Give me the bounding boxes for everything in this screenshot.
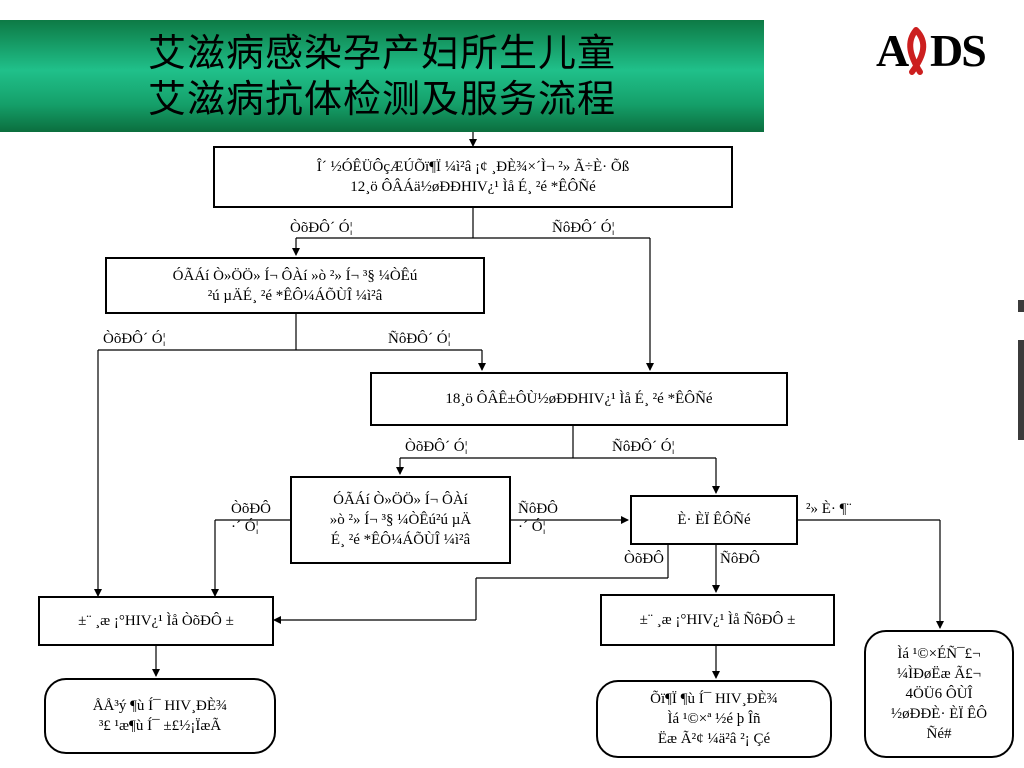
logo-right-text: DS bbox=[930, 25, 985, 76]
node-n1-line2: 12¸ö ÔÂÁä½øÐÐHIV¿¹ Ìå É¸ ²é *ÊÔÑé bbox=[350, 179, 596, 195]
node-n5: È· ÈÏ ÊÔÑé bbox=[630, 495, 798, 545]
node-n9-line3: Ëæ Ã²¢ ¼ä²â ²¡ Çé bbox=[657, 731, 771, 747]
node-n7-line1: ±¨ ¸æ ¡°HIV¿¹ Ìå ÑôÐÔ ± bbox=[639, 612, 796, 628]
node-n10-line4: ½øÐÐÈ· ÈÏ ÊÔ bbox=[890, 706, 988, 722]
node-n2: ÓÃÁí Ò»ÖÖ» Í¬ Ô­Àí »ò ²» Í¬ ³§ ¼ÒÊú ²ú µ… bbox=[105, 257, 485, 314]
node-n2-line2: ²ú µÄÉ¸ ²é *ÊÔ¼ÁÕÙÎ ¼ì²â bbox=[207, 287, 383, 304]
node-n3-line1: 18¸ö ÔÂÊ±ÔÙ½øÐÐHIV¿¹ Ìå É¸ ²é *ÊÔÑé bbox=[445, 391, 713, 407]
node-n4-line2: »ò ²» Í¬ ³§ ¼ÒÊú²ú µÄ bbox=[329, 512, 472, 528]
node-n10-line1: Ìá ¹©×ÉÑ¯£¬ bbox=[897, 646, 981, 662]
edge-label-positive: ÑôÐÔ bbox=[720, 551, 760, 567]
node-n4: ÓÃÁí Ò»ÖÖ» Í¬ Ô­Àí »ò ²» Í¬ ³§ ¼ÒÊú²ú µÄ… bbox=[290, 476, 511, 564]
node-n6: ±¨ ¸æ ¡°HIV¿¹ Ìå ÒõÐÔ ± bbox=[38, 596, 274, 646]
title-line-2: 艾滋病抗体检测及服务流程 bbox=[147, 77, 616, 121]
logo-left-text: A bbox=[876, 25, 909, 76]
node-n10-line2: ¼ÌÐøËæ Ã£¬ bbox=[896, 666, 982, 682]
title-line-1: 艾滋病感染孕产妇所生儿童 bbox=[147, 31, 616, 75]
node-n9: Õï¶Ï ¶ù Í¯ HIV¸ÐÈ¾ Ìá ¹©×ª ½é þ Îñ Ëæ Ã²… bbox=[596, 680, 832, 758]
aids-logo-graphic: A DS bbox=[876, 25, 987, 76]
node-n7: ±¨ ¸æ ¡°HIV¿¹ Ìå ÑôÐÔ ± bbox=[600, 594, 835, 646]
edge-label-negative: ÒõÐÔ ·´ Ó¦ bbox=[231, 501, 271, 535]
node-n10: Ìá ¹©×ÉÑ¯£¬ ¼ÌÐøËæ Ã£¬ 4ÖÜ6 ÔÙÎ ½øÐÐÈ· È… bbox=[864, 630, 1014, 758]
node-n8: ÅÅ³ý ¶ù Í¯ HIV¸ÐÈ¾ ³£ ¹æ¶ù Í¯ ±£½¡ÏæÃ bbox=[44, 678, 276, 754]
node-n2-line1: ÓÃÁí Ò»ÖÖ» Í¬ Ô­Àí »ò ²» Í¬ ³§ ¼ÒÊú bbox=[172, 267, 418, 284]
edge-label-positive: ÑôÐÔ´ Ó¦ bbox=[612, 438, 675, 456]
node-n9-line2: Ìá ¹©×ª ½é þ Îñ bbox=[667, 711, 761, 727]
aids-logo: A DS bbox=[876, 22, 1006, 78]
edge-label-negative: ÒõÐÔ´ Ó¦ bbox=[103, 330, 166, 348]
edge-mark bbox=[1018, 340, 1024, 440]
node-n3: 18¸ö ÔÂÊ±ÔÙ½øÐÐHIV¿¹ Ìå É¸ ²é *ÊÔÑé bbox=[370, 372, 788, 426]
node-n8-line1: ÅÅ³ý ¶ù Í¯ HIV¸ÐÈ¾ bbox=[92, 698, 228, 714]
edge-label-negative: ÒõÐÔ´ Ó¦ bbox=[405, 438, 468, 456]
edge-label-negative: ÒõÐÔ bbox=[624, 551, 664, 567]
node-n8-line2: ³£ ¹æ¶ù Í¯ ±£½¡ÏæÃ bbox=[98, 718, 222, 734]
node-n4-line3: É¸ ²é *ÊÔ¼ÁÕÙÎ ¼ì²â bbox=[330, 532, 471, 548]
edge-label-indeterminate: ²» È· ¶¨ bbox=[806, 501, 852, 517]
edge-label-positive: ÑôÐÔ´ Ó¦ bbox=[552, 219, 615, 237]
edge-label-positive: ÑôÐÔ ·´ Ó¦ bbox=[518, 501, 558, 535]
node-n6-line1: ±¨ ¸æ ¡°HIV¿¹ Ìå ÒõÐÔ ± bbox=[78, 613, 234, 629]
edge-mark bbox=[1018, 300, 1024, 312]
node-n1-line1: Î´ ½ÓÊÜÔçÆÚÕï¶Ï ¼ì²â ¡¢ ¸ÐÈ¾×´Ì¬ ²» Ã÷È·… bbox=[316, 159, 630, 175]
red-ribbon-icon bbox=[907, 27, 927, 75]
node-n5-line1: È· ÈÏ ÊÔÑé bbox=[677, 512, 751, 528]
edge-label-negative: ÒõÐÔ´ Ó¦ bbox=[290, 219, 353, 237]
node-n1: Î´ ½ÓÊÜÔçÆÚÕï¶Ï ¼ì²â ¡¢ ¸ÐÈ¾×´Ì¬ ²» Ã÷È·… bbox=[213, 146, 733, 208]
node-n10-line3: 4ÖÜ6 ÔÙÎ bbox=[905, 686, 973, 702]
node-n4-line1: ÓÃÁí Ò»ÖÖ» Í¬ Ô­Àí bbox=[333, 492, 468, 508]
edge-label-positive: ÑôÐÔ´ Ó¦ bbox=[388, 330, 451, 348]
node-n10-line5: Ñé# bbox=[926, 726, 952, 742]
title-banner: 艾滋病感染孕产妇所生儿童 艾滋病抗体检测及服务流程 bbox=[0, 20, 764, 132]
node-n9-line1: Õï¶Ï ¶ù Í¯ HIV¸ÐÈ¾ bbox=[650, 691, 778, 707]
